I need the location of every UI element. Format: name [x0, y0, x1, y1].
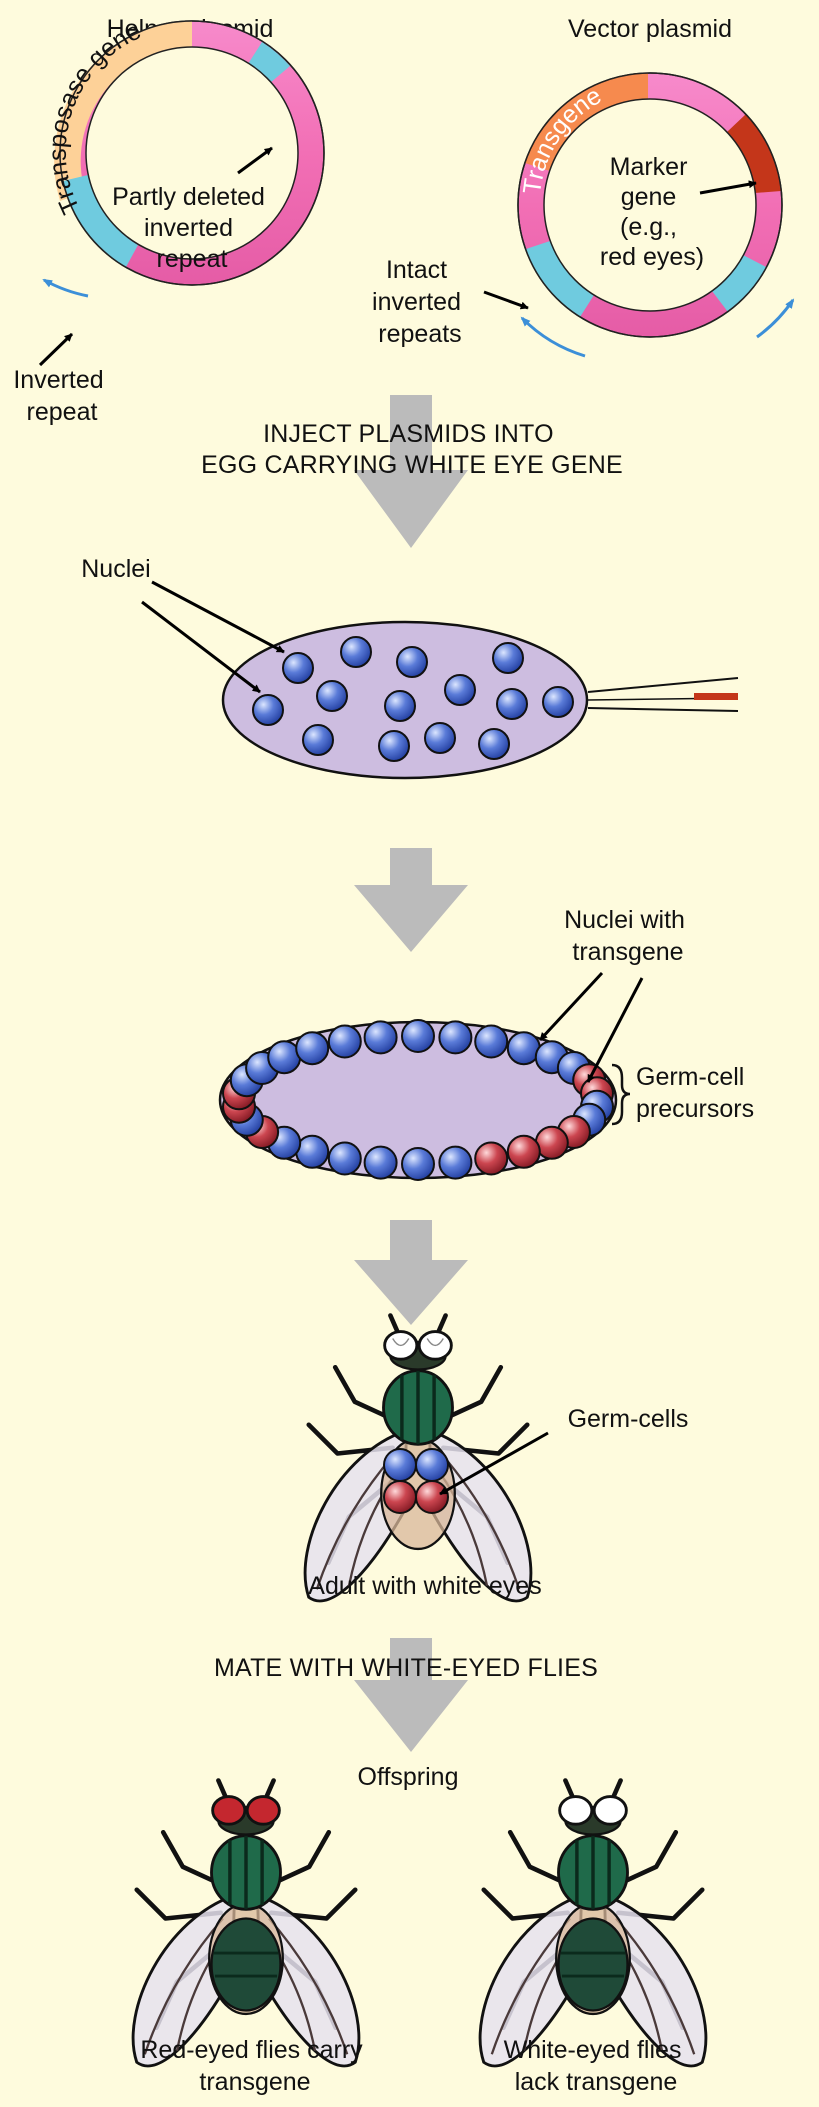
egg2-nucleus	[363, 1145, 398, 1180]
vector-left-direction-arrow	[520, 316, 586, 358]
adult-germ-cell	[415, 1480, 449, 1514]
egg2-nucleus	[401, 1019, 435, 1053]
helper-direction-arrow	[42, 278, 89, 298]
egg2-nucleus	[474, 1024, 509, 1059]
adult-germ-cells	[383, 1448, 449, 1514]
marker-gene-segment	[727, 114, 781, 193]
partly-deleted-repeat-segment	[248, 42, 290, 83]
helper-inner-label: Partly deleted inverted repeat	[112, 183, 272, 273]
precursor-brace	[611, 1063, 631, 1126]
white-eye-left	[558, 1795, 594, 1826]
process-arrow-2	[354, 848, 468, 952]
partly-deleted-pointer	[237, 146, 273, 175]
white-eyed-offspring-fly	[480, 1781, 706, 2066]
germ-cell-precursor-label: Germ-cell precursors	[636, 1063, 754, 1123]
adult-germ-cell	[383, 1480, 417, 1514]
egg2-nucleus	[438, 1020, 473, 1055]
marker-gene-pointer	[699, 180, 757, 195]
vector-outer-label: Intact inverted repeats	[372, 256, 468, 348]
germ-cells-label: Germ-cells	[568, 1405, 689, 1433]
adult-caption: Adult with white eyes	[308, 1572, 541, 1600]
egg1-nucleus	[492, 642, 524, 674]
injection-needle	[587, 677, 739, 712]
helper-plasmid: Helper plasmid Transposase gene Partly d…	[13, 15, 325, 426]
egg2-nucleus	[506, 1134, 541, 1169]
egg2-nucleus	[327, 1141, 362, 1176]
transgene-segment	[525, 73, 648, 171]
vector-plasmid: Vector plasmid Transgene Marker gene (e.…	[372, 15, 795, 358]
offspring-label: Offspring	[358, 1763, 459, 1791]
egg1-nucleus	[478, 728, 510, 760]
vector-inner-label: Marker gene (e.g., red eyes)	[600, 153, 704, 271]
inverted-repeat-pointer	[38, 332, 74, 367]
inverted-repeat-right-segment	[712, 255, 766, 312]
red-eyed-caption: Red-eyed flies carry transgene	[140, 2036, 369, 2096]
egg1-nucleus	[444, 674, 476, 706]
egg1-nucleus	[252, 694, 284, 726]
white-eye-right	[592, 1795, 628, 1826]
adult-germ-cell	[383, 1448, 417, 1482]
inverted-repeat-segment	[63, 175, 138, 267]
red-eye-left	[211, 1795, 247, 1826]
adult-germ-cell	[415, 1448, 449, 1482]
egg2-nucleus	[295, 1031, 330, 1066]
red-eyed-offspring-fly	[133, 1781, 359, 2066]
vector-plasmid-title: Vector plasmid	[568, 15, 732, 43]
egg2-nucleus	[438, 1145, 473, 1180]
process-arrow-4	[354, 1638, 468, 1752]
egg1-nucleus	[496, 688, 528, 720]
injected-egg: Nuclei	[81, 555, 739, 780]
helper-outer-label: Inverted repeat	[13, 366, 110, 426]
egg1-nucleus	[340, 636, 372, 668]
adult-fly	[305, 1316, 531, 1601]
egg2-nucleus	[363, 1020, 398, 1055]
transgene-nuclei-label: Nuclei with transgene	[564, 906, 692, 966]
egg1-nucleus	[282, 652, 314, 684]
blastoderm-egg: Nuclei with transgene Germ-cell precurso…	[218, 906, 754, 1181]
egg1-nucleus	[384, 690, 416, 722]
process-arrow-3	[354, 1220, 468, 1325]
egg1-nucleus	[316, 680, 348, 712]
egg2-nucleus	[401, 1147, 435, 1181]
inverted-repeat-left-segment	[526, 241, 594, 317]
egg1-nucleus	[378, 730, 410, 762]
egg2-nuclei	[222, 1019, 614, 1181]
egg1-nucleus	[302, 724, 334, 756]
inject-instruction: INJECT PLASMIDS INTO EGG CARRYING WHITE …	[201, 420, 623, 479]
egg1-nuclei	[252, 636, 574, 762]
process-arrow-1	[354, 395, 468, 548]
vector-right-direction-arrow	[756, 298, 795, 339]
egg1-nucleus	[396, 646, 428, 678]
egg1-nucleus	[542, 686, 574, 718]
intact-repeats-pointer	[483, 290, 529, 310]
white-eyed-caption: White-eyed flies lack transgene	[504, 2036, 689, 2096]
mate-instruction: MATE WITH WHITE-EYED FLIES	[214, 1654, 598, 1682]
nuclei-label: Nuclei	[81, 555, 150, 583]
egg1-nucleus	[424, 722, 456, 754]
red-eye-right	[245, 1795, 281, 1826]
egg2-nucleus	[327, 1024, 362, 1059]
egg2-nucleus	[474, 1141, 509, 1176]
